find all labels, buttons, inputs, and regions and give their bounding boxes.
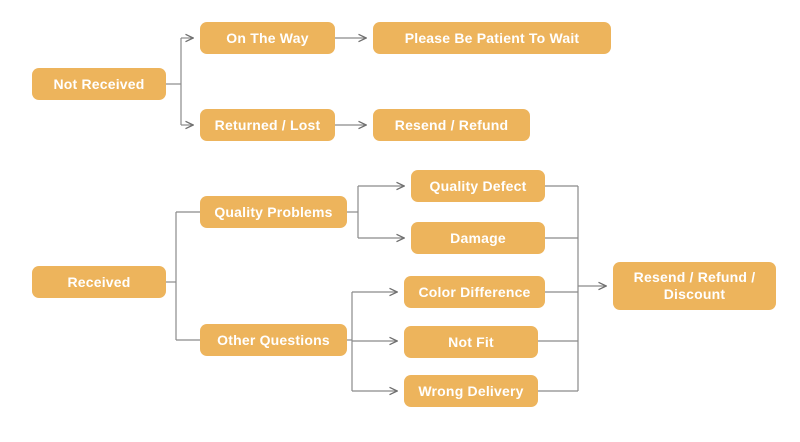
node-color-difference[interactable]: Color Difference [404,276,545,308]
node-other-questions[interactable]: Other Questions [200,324,347,356]
node-damage[interactable]: Damage [411,222,545,254]
node-on-the-way[interactable]: On The Way [200,22,335,54]
node-please-be-patient-to-wait[interactable]: Please Be Patient To Wait [373,22,611,54]
node-resend-refund[interactable]: Resend / Refund [373,109,530,141]
node-resend-refund-discount[interactable]: Resend / Refund / Discount [613,262,776,310]
node-not-fit[interactable]: Not Fit [404,326,538,358]
node-not-received[interactable]: Not Received [32,68,166,100]
node-returned-lost[interactable]: Returned / Lost [200,109,335,141]
node-received[interactable]: Received [32,266,166,298]
node-wrong-delivery[interactable]: Wrong Delivery [404,375,538,407]
node-quality-problems[interactable]: Quality Problems [200,196,347,228]
node-quality-defect[interactable]: Quality Defect [411,170,545,202]
